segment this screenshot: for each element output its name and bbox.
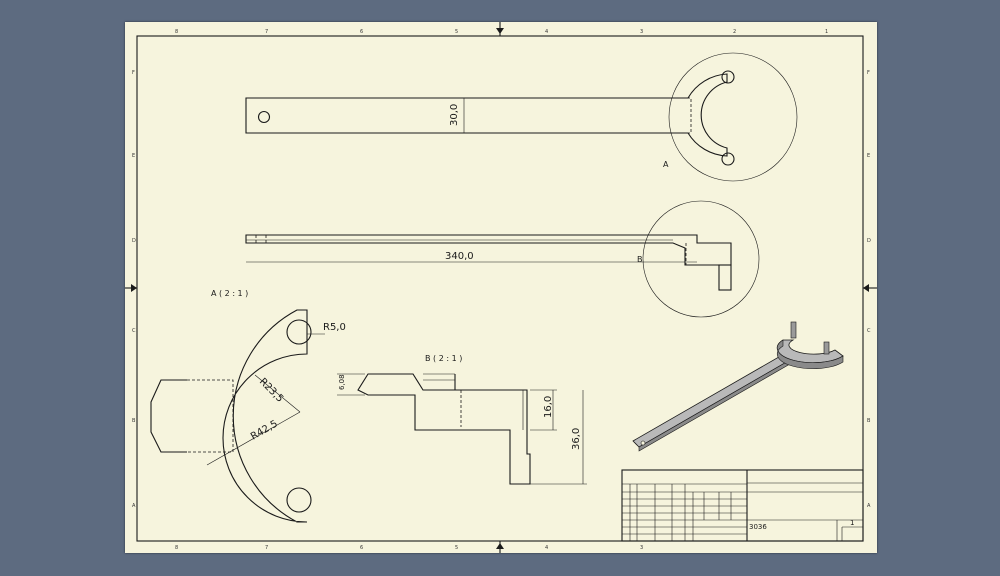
centering-arrow-bottom: [496, 543, 504, 549]
zone-col-label: 7: [265, 545, 268, 551]
drawing-sheet: 8 7 6 5 4 3 2 1 8 7 6 5 4 3 F E D: [125, 22, 877, 553]
detail-b-title: B ( 2 : 1 ): [425, 354, 462, 363]
zone-row-label: D: [132, 238, 136, 244]
pin-hole-bottom: [721, 152, 735, 166]
zone-col-label: 4: [545, 29, 548, 35]
zone-col-label: 5: [455, 545, 458, 551]
zone-row-label: F: [132, 70, 135, 76]
zone-col-label: 7: [265, 29, 268, 35]
zone-col-label: 5: [455, 29, 458, 35]
zone-row-label: B: [867, 418, 871, 424]
detail-circle-a: [668, 52, 798, 182]
drawing-canvas: 8 7 6 5 4 3 2 1 8 7 6 5 4 3 F E D: [125, 22, 877, 553]
title-block: 3036 1: [621, 469, 864, 542]
iso-pin-right: [823, 341, 830, 355]
dimension-r42: R42,5: [249, 418, 280, 442]
dimension-r23: R23,5: [257, 376, 285, 404]
centering-arrow-left: [131, 284, 137, 292]
zone-col-label: 3: [640, 545, 643, 551]
zone-row-label: A: [867, 503, 871, 509]
zone-col-label: 2: [733, 29, 736, 35]
dimension-width: 30,0: [449, 104, 460, 126]
drawing-number: 3036: [749, 523, 767, 531]
zone-col-label: 8: [175, 545, 178, 551]
centering-marks: [125, 22, 877, 553]
zone-row-label: D: [867, 238, 871, 244]
iso-end-hole: [640, 440, 646, 446]
zone-columns-top: 8 7 6 5 4 3 2 1: [175, 29, 828, 35]
dimension-length: 340,0: [445, 251, 474, 262]
detail-a-pin-hole-top: [286, 319, 312, 345]
detail-circle-b: [642, 200, 760, 318]
zone-col-label: 1: [825, 29, 828, 35]
isometric-view: [632, 321, 844, 452]
dimension-r5: R5,0: [323, 322, 346, 333]
zone-col-label: 6: [360, 29, 363, 35]
zone-row-label: E: [867, 153, 870, 159]
zone-col-label: 3: [640, 29, 643, 35]
iso-pin-left: [790, 321, 797, 339]
pin-profile: [718, 264, 732, 291]
dimension-36: 36,0: [571, 428, 582, 450]
zone-col-label: 4: [545, 545, 548, 551]
detail-a-view: A ( 2 : 1 ) R5,0 R23,5 R42,5: [150, 289, 346, 523]
top-view: A 30,0: [245, 52, 798, 182]
pin-hole-top: [721, 70, 735, 84]
zone-row-label: C: [867, 328, 871, 334]
iso-hook-side: [776, 339, 844, 370]
sheet-number: 1: [850, 519, 854, 527]
detail-b-marker: B: [637, 255, 643, 264]
dimension-608: 6,08: [338, 374, 346, 390]
detail-a-marker: A: [663, 160, 669, 169]
zone-row-label: B: [132, 418, 136, 424]
centering-arrow-right: [863, 284, 869, 292]
dimension-16: 16,0: [543, 396, 554, 418]
detail-b-view: B ( 2 : 1 ) 16,0 36,0 6,08: [337, 354, 587, 485]
zone-row-label: A: [132, 503, 136, 509]
zone-rows-left: F E D C B A: [132, 70, 136, 509]
zone-columns-bottom: 8 7 6 5 4 3: [175, 545, 643, 551]
centering-arrow-top: [496, 28, 504, 34]
iso-arm-side: [638, 355, 798, 452]
zone-rows-right: F E D C B A: [867, 70, 871, 509]
zone-row-label: F: [867, 70, 870, 76]
iso-arm-top: [632, 349, 798, 448]
zone-col-label: 6: [360, 545, 363, 551]
detail-a-pin-hole-bottom: [286, 487, 312, 513]
end-hole: [257, 110, 271, 124]
zone-col-label: 8: [175, 29, 178, 35]
zone-row-label: C: [132, 328, 136, 334]
front-view: B 340,0: [245, 200, 760, 318]
zone-row-label: E: [132, 153, 135, 159]
detail-a-title: A ( 2 : 1 ): [211, 289, 248, 298]
